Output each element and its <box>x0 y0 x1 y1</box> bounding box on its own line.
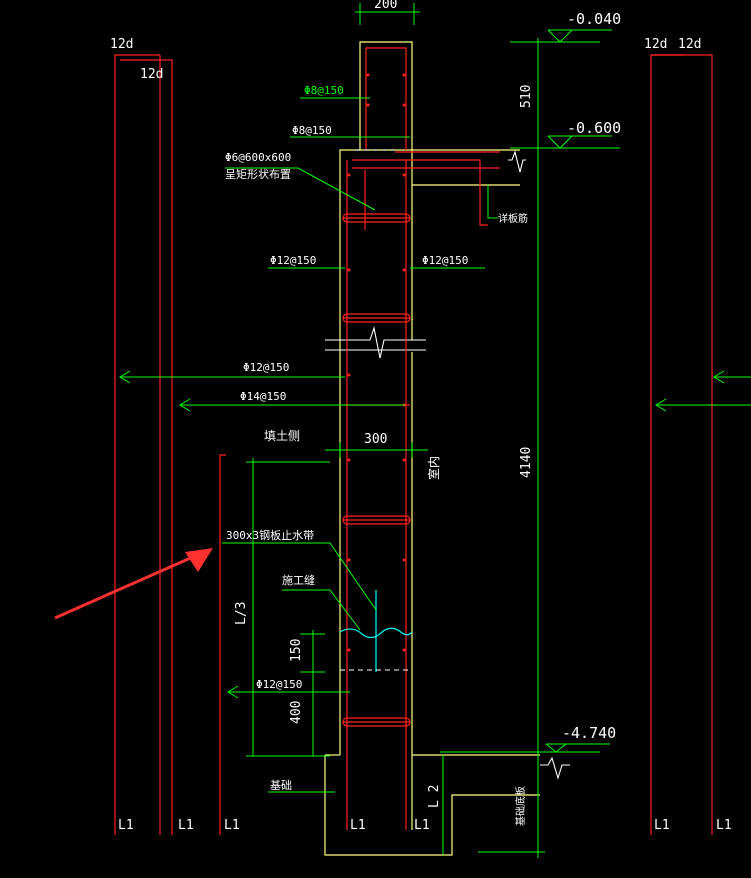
right-rebar-bars <box>650 54 713 835</box>
wall-outline <box>324 41 540 856</box>
wall-rebar <box>342 47 500 830</box>
dim-150: 150 <box>289 639 304 662</box>
anchor-right-outer: 12d <box>644 37 667 52</box>
elevation-slab: -0.600 <box>567 119 621 137</box>
label-foundation-slab: 基础底板 <box>514 786 527 826</box>
left-rebar-bars <box>114 54 226 835</box>
rebar-tie-label2: 呈矩形状布置 <box>225 167 291 181</box>
rebar-long-left: Φ12@150 <box>243 361 289 374</box>
rebar-tie-label1: Φ6@600x600 <box>225 151 291 164</box>
green-lines <box>119 3 751 858</box>
label-waterstop: 300x3钢板止水带 <box>226 528 314 542</box>
rebar-dots <box>347 73 406 652</box>
rebar-long-left2: Φ14@150 <box>240 390 286 403</box>
length-marker-2: L1 <box>178 818 194 833</box>
length-marker-7: L1 <box>716 818 732 833</box>
dim-total-height: 4140 <box>519 447 534 478</box>
dim-400: 400 <box>289 701 304 724</box>
rebar-bottom-left: Φ12@150 <box>256 678 302 691</box>
red-arrow-annotation <box>54 548 213 620</box>
label-indoor: 室内 <box>426 456 441 480</box>
dim-l2: L 2 <box>427 785 442 808</box>
label-construction-joint: 施工缝 <box>282 573 315 587</box>
length-marker-1: L1 <box>118 818 134 833</box>
anchor-left-inner: 12d <box>140 67 163 82</box>
rebar-vertical-left: Φ12@150 <box>270 254 316 267</box>
dim-wall-width: 300 <box>364 432 387 447</box>
dim-top-width: 200 <box>374 0 397 12</box>
waterstop <box>339 590 413 672</box>
label-foundation: 基础 <box>270 779 292 792</box>
dim-l3: L/3 <box>234 602 249 625</box>
rebar-vertical-right: Φ12@150 <box>422 254 468 267</box>
length-marker-5: L1 <box>414 818 430 833</box>
label-slab-rebar: 详板筋 <box>498 212 528 225</box>
dim-upper-height: 510 <box>519 85 534 108</box>
length-marker-3: L1 <box>224 818 240 833</box>
rebar-top-stirrup: Φ8@150 <box>304 84 344 97</box>
rebar-top-horizontal: Φ8@150 <box>292 124 332 137</box>
anchor-right-inner: 12d <box>678 37 701 52</box>
break-lines <box>325 150 570 780</box>
elevation-bottom: -4.740 <box>562 724 616 742</box>
label-soil-side: 填土侧 <box>264 429 300 443</box>
length-marker-4: L1 <box>350 818 366 833</box>
joint-dashes <box>340 149 412 671</box>
anchor-left-outer: 12d <box>110 37 133 52</box>
length-marker-6: L1 <box>654 818 670 833</box>
elevation-top: -0.040 <box>567 10 621 28</box>
